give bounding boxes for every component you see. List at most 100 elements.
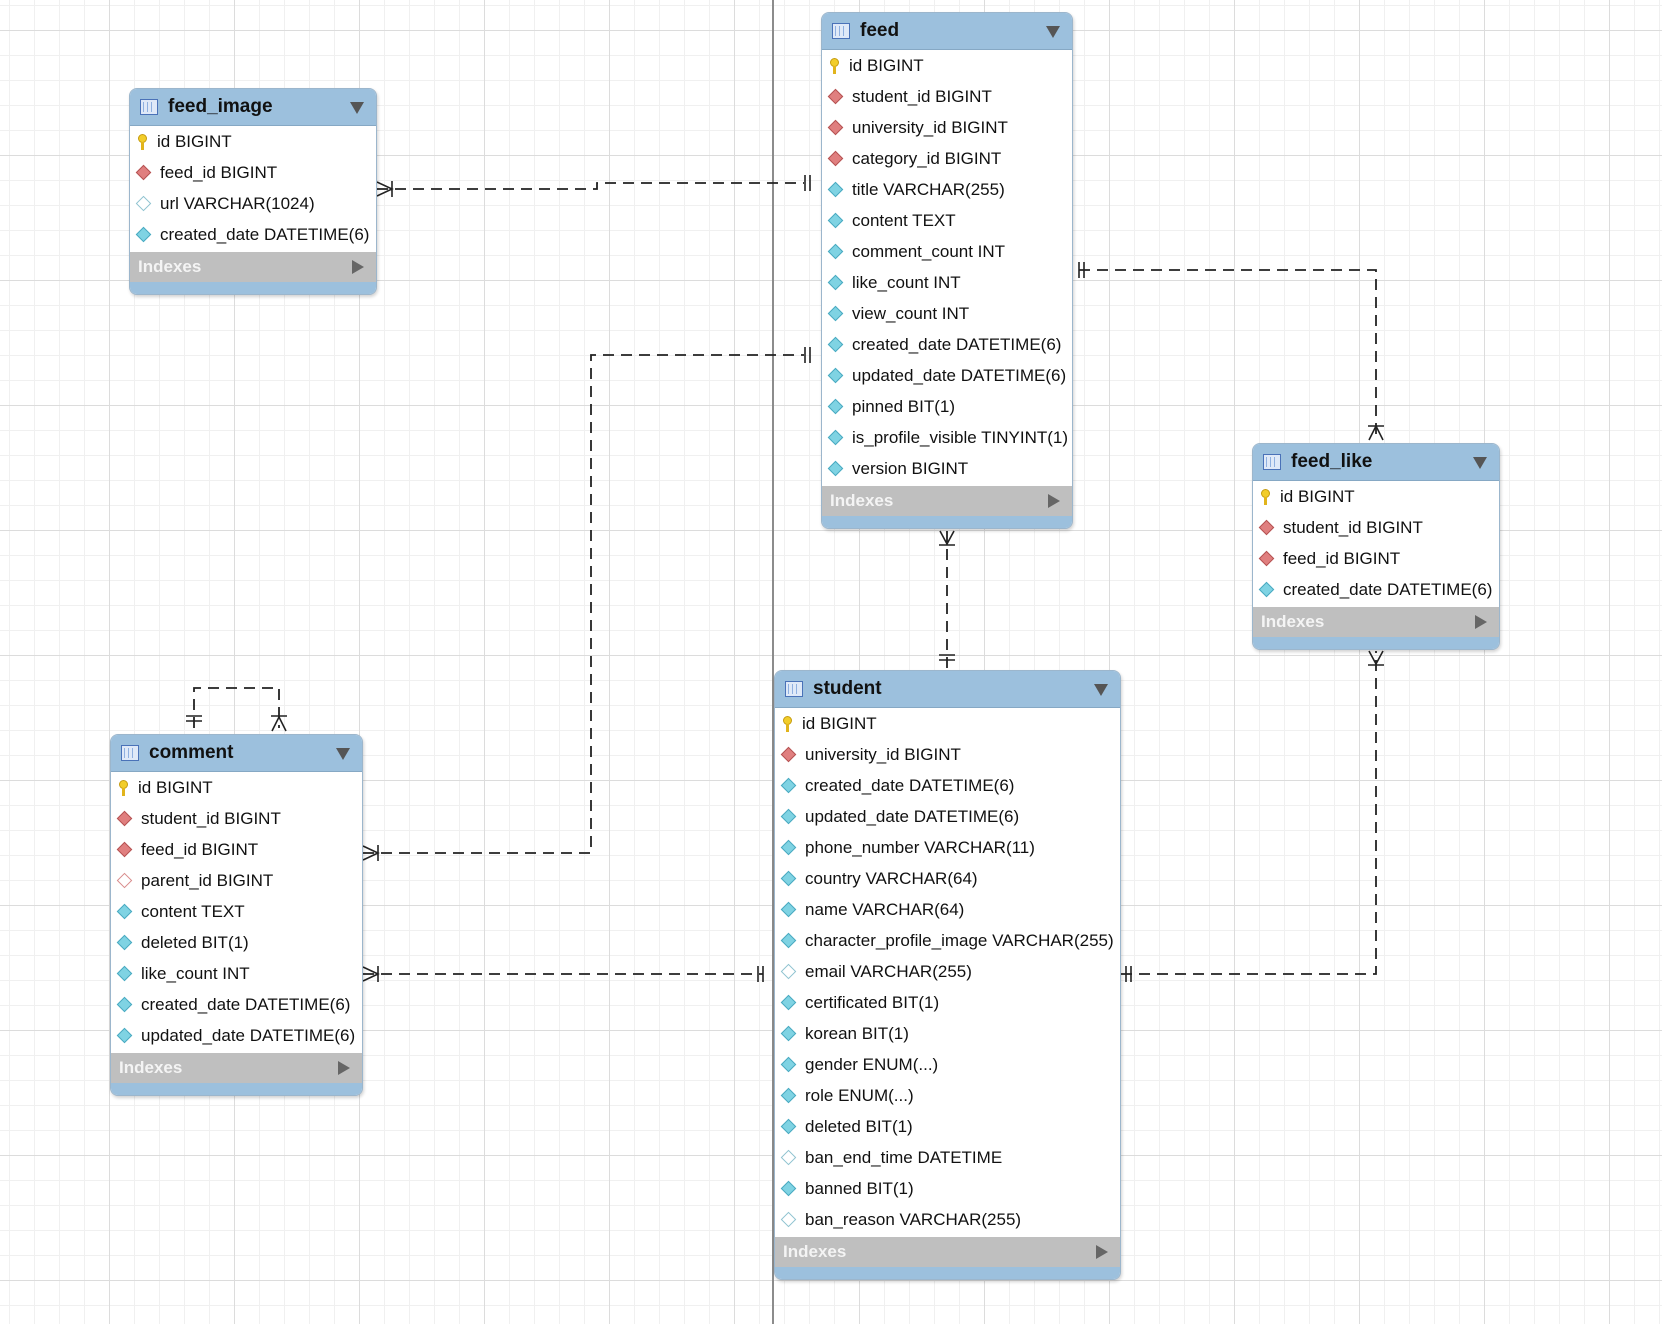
table-column[interactable]: id BIGINT: [111, 772, 362, 803]
table-column[interactable]: created_date DATETIME(6): [1253, 574, 1499, 605]
table-column[interactable]: phone_number VARCHAR(11): [775, 832, 1120, 863]
table-header[interactable]: student: [775, 671, 1120, 708]
table-header[interactable]: feed_like: [1253, 444, 1499, 481]
table-column[interactable]: banned BIT(1): [775, 1173, 1120, 1204]
table-column[interactable]: id BIGINT: [1253, 481, 1499, 512]
table-column[interactable]: category_id BIGINT: [822, 143, 1072, 174]
column-icon: [828, 182, 844, 198]
table-column[interactable]: like_count INT: [822, 267, 1072, 298]
chevron-right-icon[interactable]: [1048, 494, 1060, 508]
column-icon: [781, 1181, 797, 1197]
table-column[interactable]: parent_id BIGINT: [111, 865, 362, 896]
column-label: certificated BIT(1): [805, 993, 939, 1013]
column-label: student_id BIGINT: [1283, 518, 1423, 538]
column-label: like_count INT: [141, 964, 250, 984]
chevron-right-icon[interactable]: [1096, 1245, 1108, 1259]
table-column[interactable]: korean BIT(1): [775, 1018, 1120, 1049]
table-feed-image[interactable]: feed_image id BIGINTfeed_id BIGINTurl VA…: [129, 88, 377, 295]
table-column[interactable]: name VARCHAR(64): [775, 894, 1120, 925]
chevron-right-icon[interactable]: [352, 260, 364, 274]
column-icon: [136, 227, 152, 243]
table-column[interactable]: id BIGINT: [130, 126, 376, 157]
table-column[interactable]: created_date DATETIME(6): [822, 329, 1072, 360]
foreign-key-icon: [117, 811, 133, 827]
table-column[interactable]: feed_id BIGINT: [1253, 543, 1499, 574]
rel-feed-image-feed: [377, 183, 804, 189]
table-column[interactable]: deleted BIT(1): [775, 1111, 1120, 1142]
table-column[interactable]: student_id BIGINT: [822, 81, 1072, 112]
table-column[interactable]: email VARCHAR(255): [775, 956, 1120, 987]
table-column[interactable]: university_id BIGINT: [822, 112, 1072, 143]
table-header[interactable]: comment: [111, 735, 362, 772]
table-column[interactable]: character_profile_image VARCHAR(255): [775, 925, 1120, 956]
table-column[interactable]: university_id BIGINT: [775, 739, 1120, 770]
column-icon: [1259, 582, 1275, 598]
table-column[interactable]: student_id BIGINT: [111, 803, 362, 834]
indexes-section[interactable]: Indexes: [130, 252, 376, 282]
column-list: id BIGINTfeed_id BIGINTurl VARCHAR(1024)…: [130, 126, 376, 250]
column-icon: [781, 871, 797, 887]
table-column[interactable]: created_date DATETIME(6): [775, 770, 1120, 801]
table-column[interactable]: pinned BIT(1): [822, 391, 1072, 422]
table-column[interactable]: view_count INT: [822, 298, 1072, 329]
one-mark-feed-comment: [805, 347, 810, 363]
column-label: content TEXT: [852, 211, 956, 231]
table-column[interactable]: updated_date DATETIME(6): [775, 801, 1120, 832]
chevron-down-icon[interactable]: [350, 102, 364, 114]
table-column[interactable]: title VARCHAR(255): [822, 174, 1072, 205]
column-label: created_date DATETIME(6): [805, 776, 1014, 796]
chevron-down-icon[interactable]: [1046, 26, 1060, 38]
table-column[interactable]: role ENUM(...): [775, 1080, 1120, 1111]
indexes-section[interactable]: Indexes: [1253, 607, 1499, 637]
table-column[interactable]: ban_reason VARCHAR(255): [775, 1204, 1120, 1235]
indexes-section[interactable]: Indexes: [822, 486, 1072, 516]
chevron-right-icon[interactable]: [338, 1061, 350, 1075]
table-column[interactable]: url VARCHAR(1024): [130, 188, 376, 219]
table-column[interactable]: id BIGINT: [822, 50, 1072, 81]
indexes-section[interactable]: Indexes: [111, 1053, 362, 1083]
table-column[interactable]: country VARCHAR(64): [775, 863, 1120, 894]
indexes-label: Indexes: [1261, 612, 1324, 632]
table-column[interactable]: updated_date DATETIME(6): [822, 360, 1072, 391]
column-label: student_id BIGINT: [852, 87, 992, 107]
column-label: content TEXT: [141, 902, 245, 922]
table-column[interactable]: like_count INT: [111, 958, 362, 989]
chevron-down-icon[interactable]: [1473, 457, 1487, 469]
table-header[interactable]: feed: [822, 13, 1072, 50]
table-column[interactable]: feed_id BIGINT: [130, 157, 376, 188]
primary-key-icon: [1261, 489, 1270, 505]
table-column[interactable]: id BIGINT: [775, 708, 1120, 739]
table-column[interactable]: created_date DATETIME(6): [130, 219, 376, 250]
table-column[interactable]: created_date DATETIME(6): [111, 989, 362, 1020]
table-column[interactable]: updated_date DATETIME(6): [111, 1020, 362, 1051]
table-column[interactable]: deleted BIT(1): [111, 927, 362, 958]
indexes-section[interactable]: Indexes: [775, 1237, 1120, 1267]
table-column[interactable]: comment_count INT: [822, 236, 1072, 267]
table-column[interactable]: ban_end_time DATETIME: [775, 1142, 1120, 1173]
table-comment[interactable]: comment id BIGINTstudent_id BIGINTfeed_i…: [110, 734, 363, 1096]
column-icon: [828, 213, 844, 229]
table-column[interactable]: student_id BIGINT: [1253, 512, 1499, 543]
rel-comment-self: [194, 688, 279, 728]
chevron-right-icon[interactable]: [1475, 615, 1487, 629]
table-header[interactable]: feed_image: [130, 89, 376, 126]
table-column[interactable]: content TEXT: [822, 205, 1072, 236]
table-feed-like[interactable]: feed_like id BIGINT student_id BIGINT feed…: [1252, 443, 1500, 650]
table-icon: [832, 23, 850, 39]
table-column[interactable]: content TEXT: [111, 896, 362, 927]
primary-key-icon: [119, 780, 128, 796]
table-student[interactable]: student id BIGINTuniversity_id BIGINT cre…: [774, 670, 1121, 1280]
column-label: role ENUM(...): [805, 1086, 914, 1106]
table-name: feed_image: [168, 96, 273, 118]
table-column[interactable]: feed_id BIGINT: [111, 834, 362, 865]
table-icon: [785, 681, 803, 697]
chevron-down-icon[interactable]: [336, 748, 350, 760]
chevron-down-icon[interactable]: [1094, 684, 1108, 696]
table-column[interactable]: gender ENUM(...): [775, 1049, 1120, 1080]
table-feed[interactable]: feed id BIGINT student_id BIGINT universit…: [821, 12, 1073, 529]
primary-key-icon: [830, 58, 839, 74]
table-column[interactable]: is_profile_visible TINYINT(1): [822, 422, 1072, 453]
column-label: id BIGINT: [1280, 487, 1355, 507]
table-column[interactable]: version BIGINT: [822, 453, 1072, 484]
table-column[interactable]: certificated BIT(1): [775, 987, 1120, 1018]
